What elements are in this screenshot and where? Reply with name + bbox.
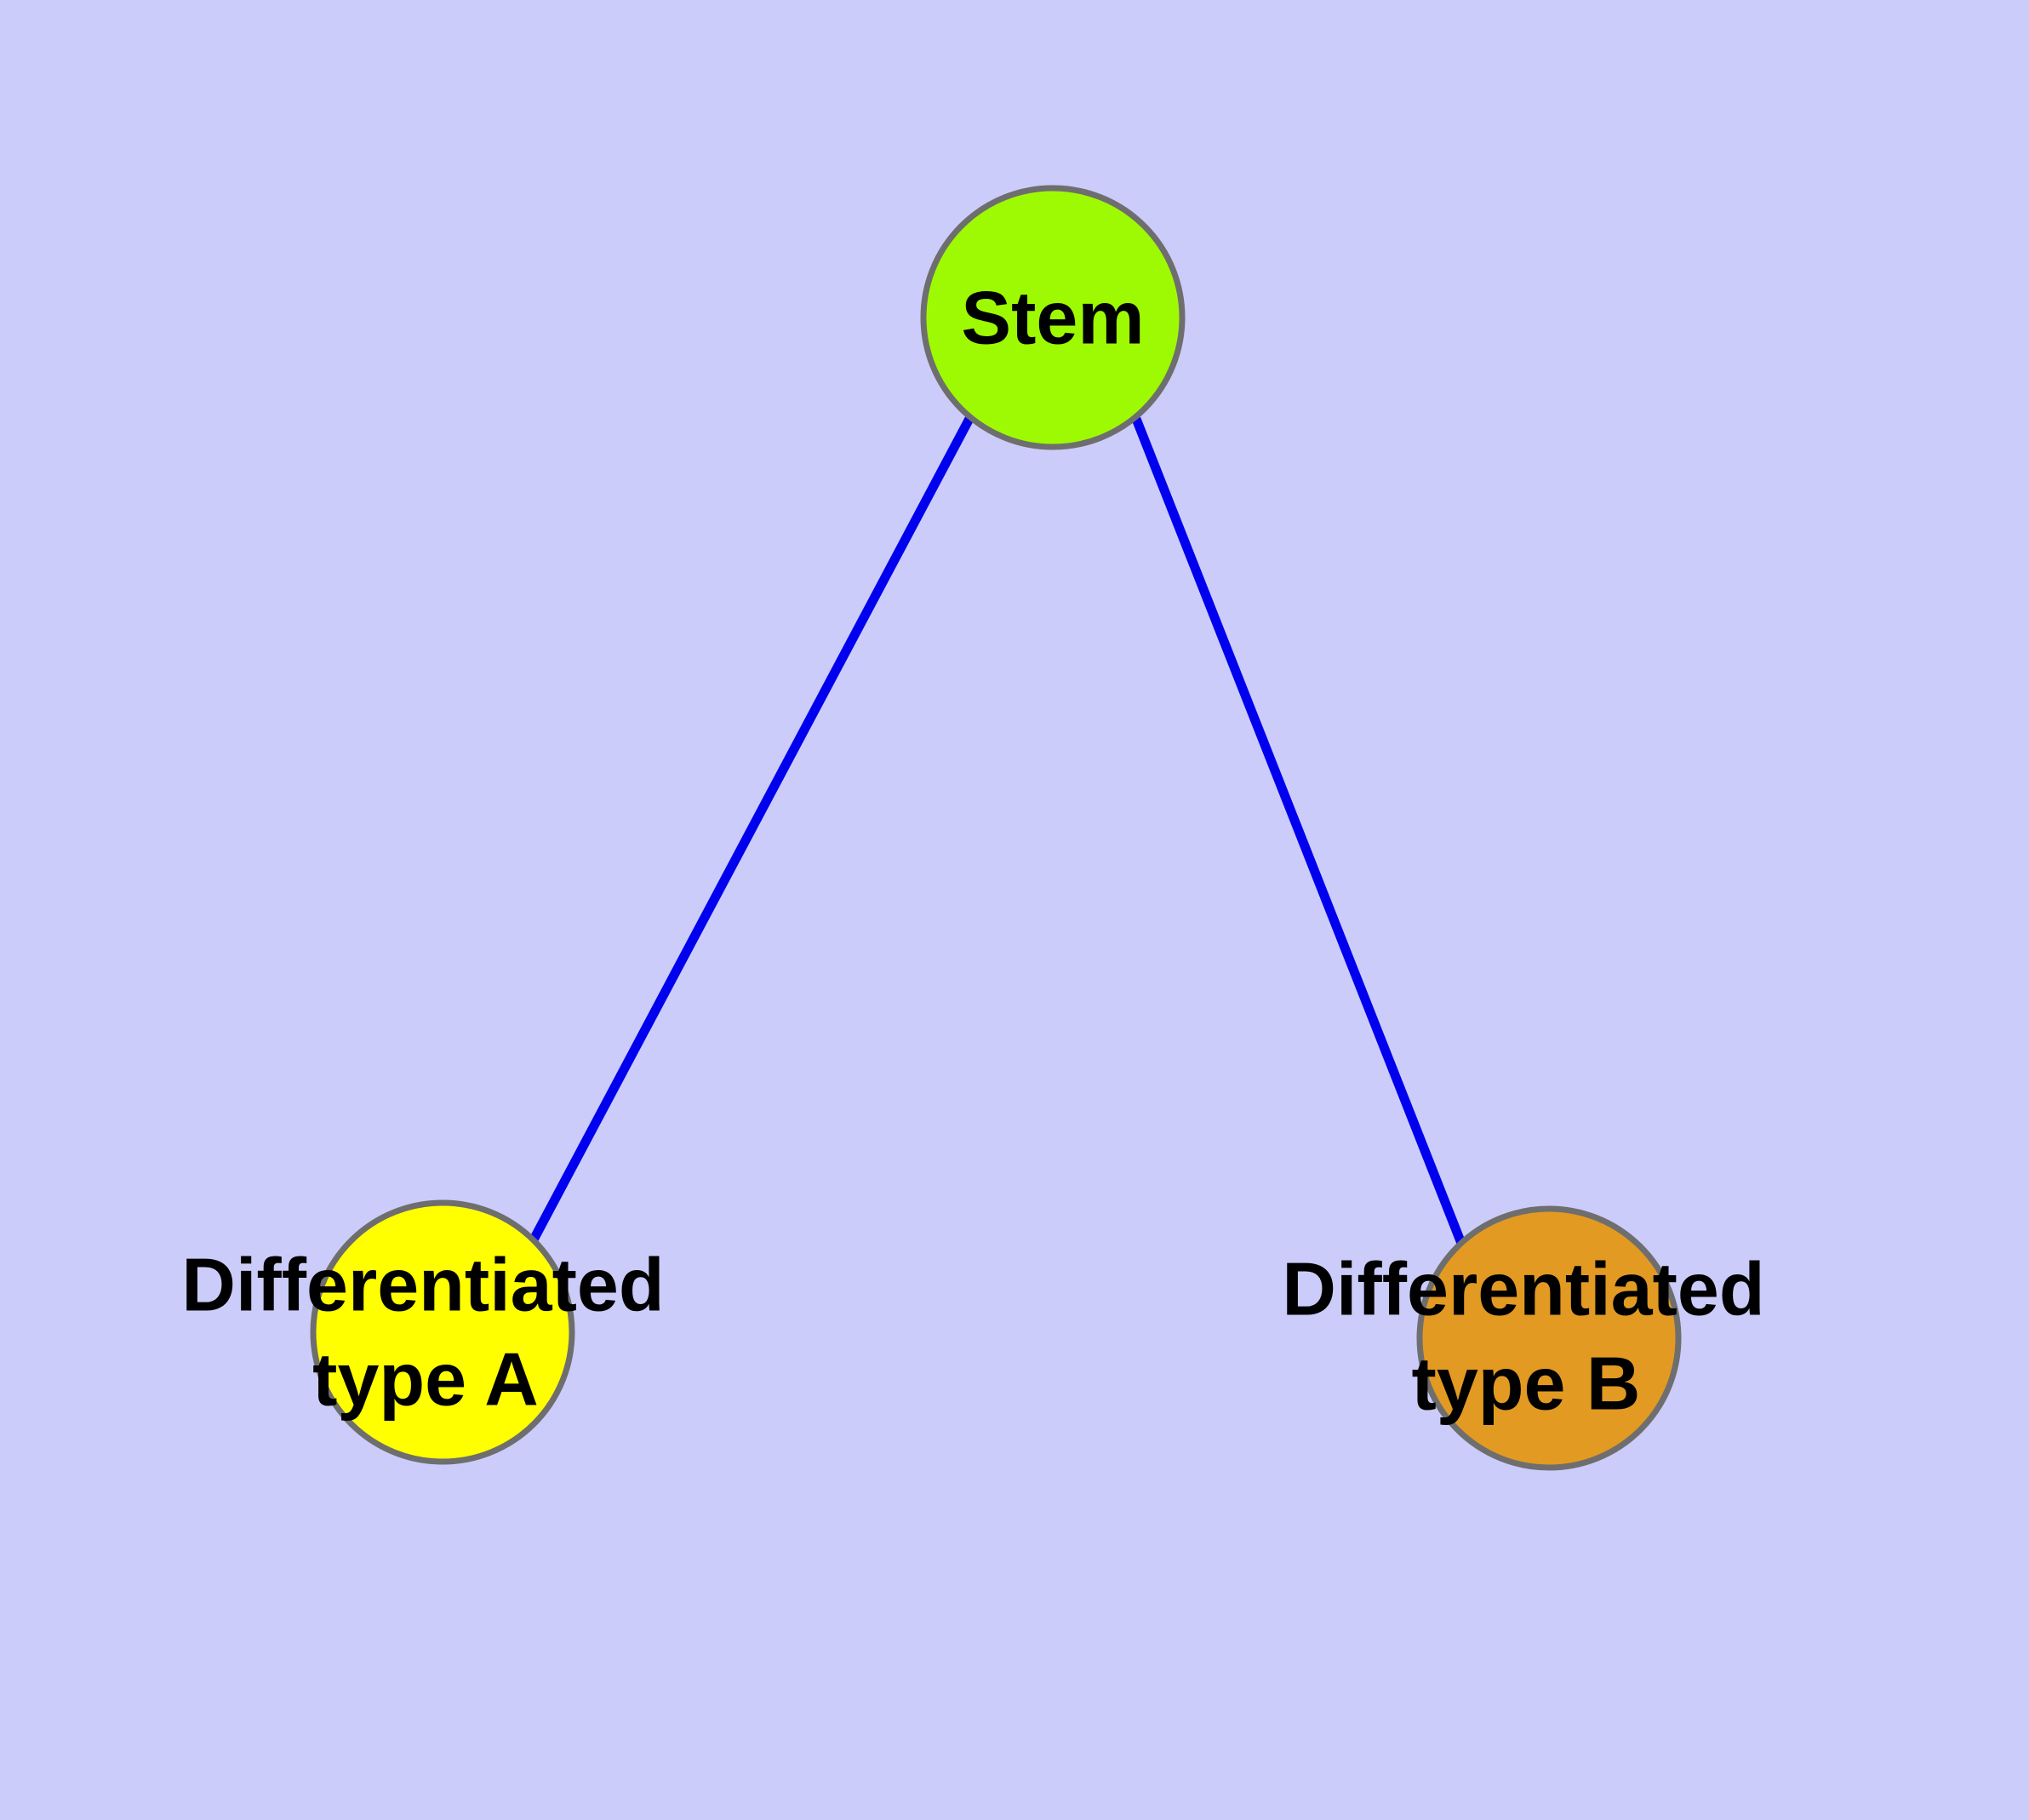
labels-layer: Stem Differentiated type A Differentiate… xyxy=(181,275,1764,1425)
node-differentiated-type-b[interactable] xyxy=(1416,1205,1682,1471)
node-differentiated-type-a[interactable] xyxy=(310,1199,575,1465)
node-label-stem: Stem xyxy=(961,275,1144,359)
edge-stem-to-diff-a[interactable] xyxy=(528,415,974,1245)
node-label-differentiated-type-a-line2: type A xyxy=(312,1336,539,1421)
node-label-differentiated-type-a-line1: Differentiated xyxy=(181,1242,664,1326)
edge-stem-to-diff-b[interactable] xyxy=(1131,416,1467,1248)
edges-layer xyxy=(528,415,1467,1248)
nodes-layer xyxy=(310,185,1682,1471)
node-label-differentiated-type-b-line2: type B xyxy=(1412,1341,1641,1425)
node-label-differentiated-type-b-line1: Differentiated xyxy=(1282,1246,1764,1331)
node-stem[interactable] xyxy=(920,185,1186,450)
